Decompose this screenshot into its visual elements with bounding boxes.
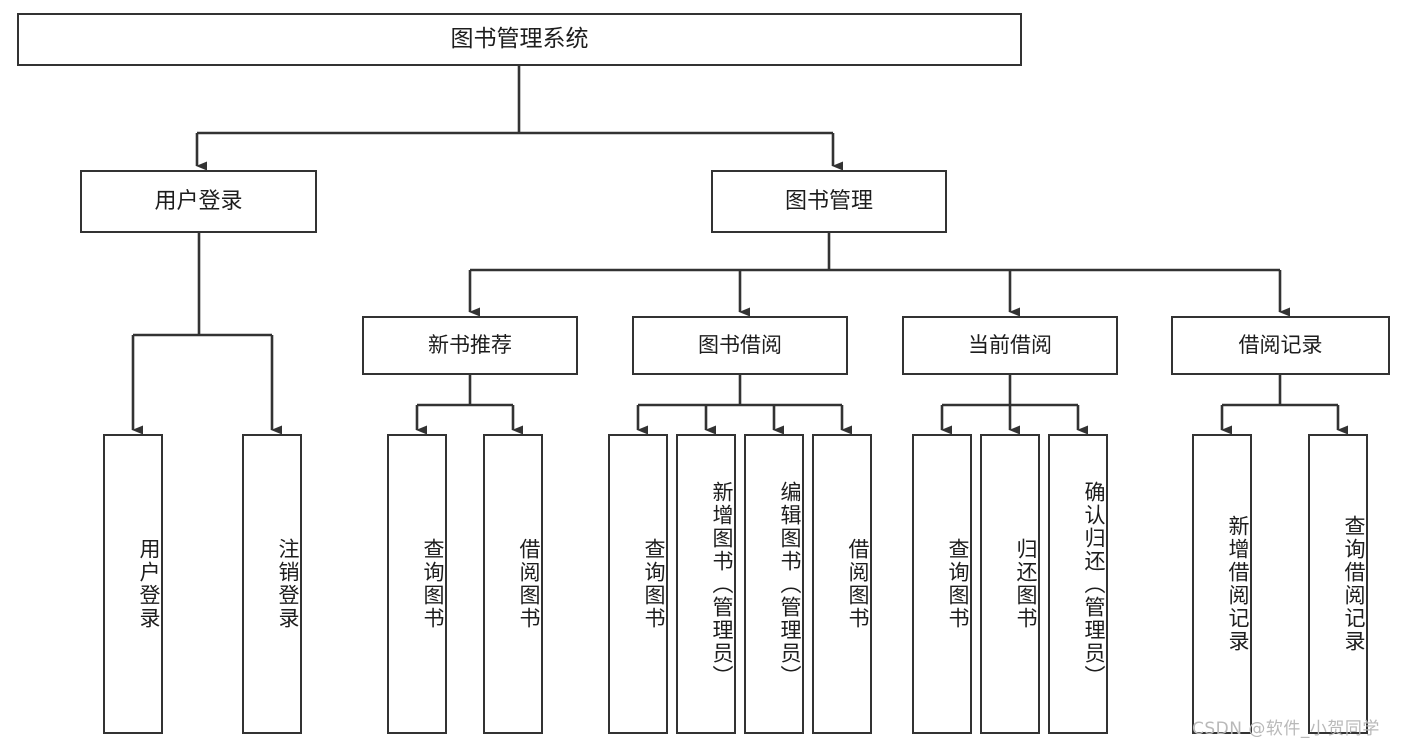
leaf-edit-book-admin-label: 编辑图书（管理员） <box>778 480 802 688</box>
leaf-return-book-label: 归还图书 <box>1014 538 1038 630</box>
csdn-watermark: CSDN @软件_小贺同学 <box>1192 719 1380 739</box>
leaf-query-borrow-record-label: 查询借阅记录 <box>1342 515 1366 653</box>
leaf-add-book-admin-label: 新增图书（管理员） <box>710 480 734 688</box>
node-user-login-label: 用户登录 <box>154 188 243 214</box>
leaf-logout-login[interactable]: 注销登录 <box>242 434 302 734</box>
leaf-borrow-book-new[interactable]: 借阅图书 <box>483 434 543 734</box>
leaf-query-book-new[interactable]: 查询图书 <box>387 434 447 734</box>
leaf-confirm-return-admin-label: 确认归还（管理员） <box>1082 480 1106 688</box>
node-borrow-record-label: 借阅记录 <box>1238 333 1323 358</box>
node-book-manage[interactable]: 图书管理 <box>711 170 947 233</box>
node-user-login[interactable]: 用户登录 <box>80 170 317 233</box>
leaf-query-book-current-label: 查询图书 <box>946 538 970 630</box>
leaf-borrow-book-borrow[interactable]: 借阅图书 <box>812 434 872 734</box>
leaf-return-book[interactable]: 归还图书 <box>980 434 1040 734</box>
leaf-borrow-book-borrow-label: 借阅图书 <box>846 538 870 630</box>
node-borrow-record[interactable]: 借阅记录 <box>1171 316 1390 375</box>
leaf-query-book-current[interactable]: 查询图书 <box>912 434 972 734</box>
node-root-system-label: 图书管理系统 <box>450 25 589 52</box>
node-current-borrow[interactable]: 当前借阅 <box>902 316 1118 375</box>
leaf-add-borrow-record[interactable]: 新增借阅记录 <box>1192 434 1252 734</box>
leaf-user-login[interactable]: 用户登录 <box>103 434 163 734</box>
leaf-logout-login-label: 注销登录 <box>276 538 300 630</box>
leaf-borrow-book-new-label: 借阅图书 <box>517 538 541 630</box>
leaf-edit-book-admin[interactable]: 编辑图书（管理员） <box>744 434 804 734</box>
node-root-system[interactable]: 图书管理系统 <box>17 13 1022 66</box>
leaf-query-book-borrow[interactable]: 查询图书 <box>608 434 668 734</box>
node-current-borrow-label: 当前借阅 <box>968 333 1052 358</box>
node-book-borrow[interactable]: 图书借阅 <box>632 316 848 375</box>
node-book-manage-label: 图书管理 <box>784 188 873 214</box>
node-new-book-recommend[interactable]: 新书推荐 <box>362 316 578 375</box>
leaf-query-book-new-label: 查询图书 <box>421 538 445 630</box>
leaf-confirm-return-admin[interactable]: 确认归还（管理员） <box>1048 434 1108 734</box>
leaf-add-borrow-record-label: 新增借阅记录 <box>1226 515 1250 653</box>
node-book-borrow-label: 图书借阅 <box>698 333 782 358</box>
leaf-user-login-label: 用户登录 <box>137 538 161 630</box>
leaf-query-borrow-record[interactable]: 查询借阅记录 <box>1308 434 1368 734</box>
leaf-query-book-borrow-label: 查询图书 <box>642 538 666 630</box>
leaf-add-book-admin[interactable]: 新增图书（管理员） <box>676 434 736 734</box>
node-new-book-recommend-label: 新书推荐 <box>428 333 512 358</box>
